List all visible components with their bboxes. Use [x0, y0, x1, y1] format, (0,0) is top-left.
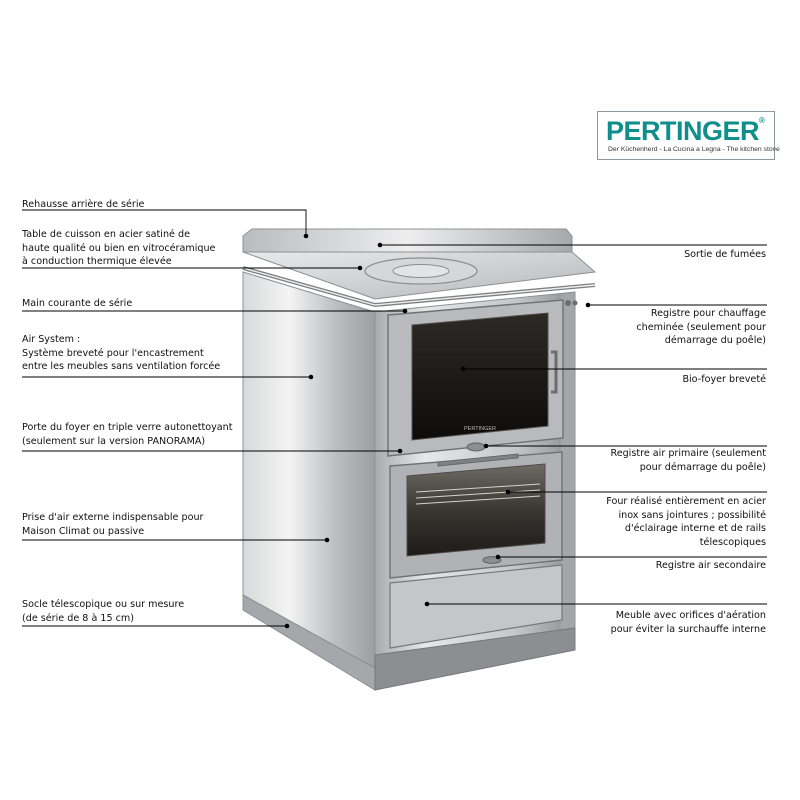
- brand-logo: PERTINGER® Der Küchenherd - La Cucina a …: [597, 111, 780, 160]
- label-main-courante: Main courante de série: [22, 298, 133, 309]
- back-upstand: [242, 228, 573, 253]
- brand-wordmark: PERTINGER®: [606, 116, 765, 146]
- label-table-cuisson: Table de cuisson en acier satiné de haut…: [22, 229, 216, 268]
- fire-door-glass: [411, 312, 549, 441]
- label-rehausse: Rehausse arrière de série: [22, 199, 145, 210]
- hotplate-ring-inner: [392, 264, 450, 278]
- leader-lines: [22, 209, 767, 627]
- door-handle: [551, 350, 558, 394]
- label-meuble: Meuble avec orifices d'aération pour évi…: [610, 610, 766, 635]
- label-bio-foyer: Bio-foyer breveté: [682, 374, 766, 385]
- label-air-system: Air System : Système breveté pour l'enca…: [22, 334, 221, 373]
- label-prise-air: Prise d'air externe indispensable pour M…: [22, 512, 204, 537]
- door-badge: PERTINGER: [464, 426, 496, 432]
- label-four: Four réalisé entièrement en acier inox s…: [606, 496, 766, 548]
- label-sortie-fumees: Sortie de fumées: [684, 249, 766, 260]
- brand-tagline: Der Küchenherd - La Cucina a Legna - The…: [608, 146, 780, 153]
- label-registre-secondaire: Registre air secondaire: [655, 560, 766, 571]
- primary-air-knob: [466, 442, 486, 452]
- plinth-front: [374, 627, 576, 691]
- label-registre-primaire: Registre air primaire (seulement pour dé…: [610, 448, 766, 473]
- oven-rack: [415, 483, 541, 505]
- label-porte-foyer: Porte du foyer en triple verre autonetto…: [22, 422, 233, 447]
- label-socle: Socle télescopique ou sur mesure (de sér…: [22, 599, 185, 624]
- drawer: [389, 564, 563, 649]
- oven-window: [406, 463, 546, 557]
- chimney-register-knob: [565, 300, 571, 306]
- label-registre-chauffage: Registre pour chauffage cheminée (seulem…: [636, 308, 766, 347]
- oven-handle: [437, 453, 519, 467]
- leader-dots: [284, 233, 591, 629]
